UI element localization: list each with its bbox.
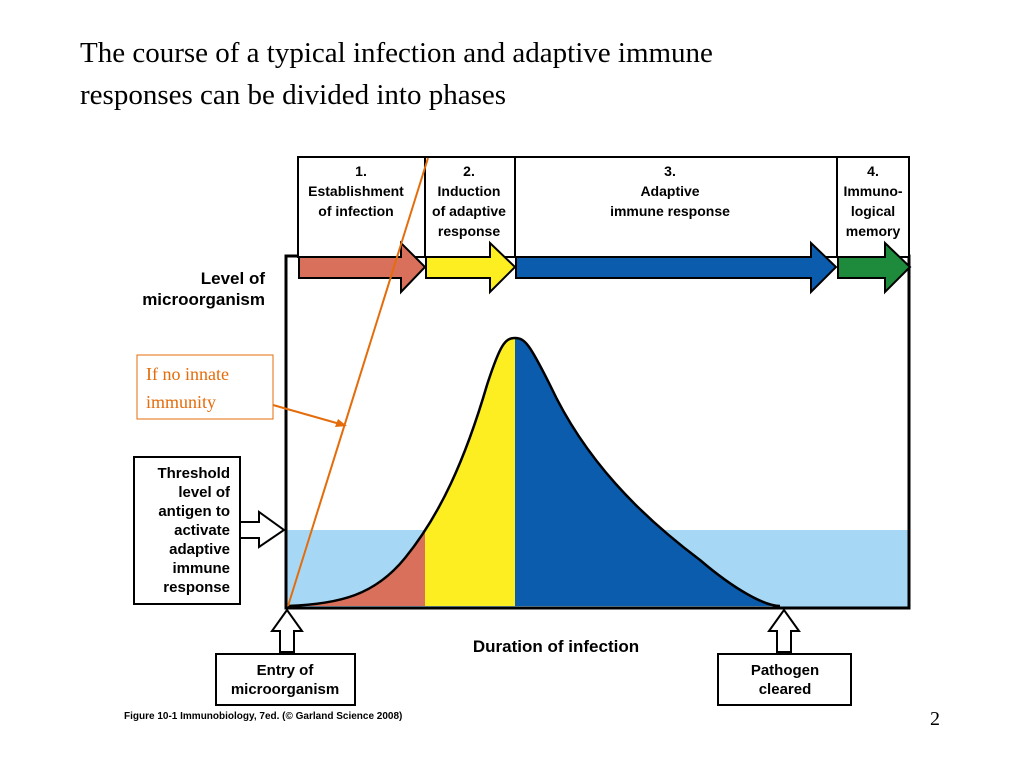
- phase-arrows: [298, 240, 912, 295]
- entry-line2: microorganism: [231, 681, 339, 698]
- figure-caption: Figure 10-1 Immunobiology, 7ed. (© Garla…: [124, 711, 403, 722]
- phase1-label-line2: of infection: [318, 203, 393, 219]
- threshold-arrow: [239, 510, 286, 549]
- phase4-number: 4.: [867, 163, 879, 179]
- no-innate-immunity-line: [287, 157, 429, 607]
- infection-curve: [287, 336, 781, 608]
- threshold-line6: immune: [172, 560, 230, 577]
- annotation-line1: If no innate: [146, 364, 229, 384]
- phase2-arrow: [425, 240, 517, 295]
- slide-number: 2: [930, 708, 940, 730]
- phase4-arrow: [837, 240, 912, 295]
- annotation-arrowhead: [335, 419, 347, 427]
- phase4-box: [836, 156, 910, 258]
- annotation-line2: immunity: [146, 392, 216, 412]
- phase4-label-line2: logical: [851, 203, 895, 219]
- entry-line1: Entry of: [257, 662, 315, 679]
- phase1-arrow: [298, 240, 427, 295]
- threshold-line5: adaptive: [169, 541, 230, 558]
- phase3-label-line2: immune response: [610, 203, 730, 219]
- phase2-number: 2.: [463, 163, 475, 179]
- phase2-label-line3: response: [438, 223, 500, 239]
- title-line-2: responses can be divided into phases: [80, 79, 507, 111]
- phase2-label-line1: Induction: [438, 183, 501, 199]
- phase4-label-line1: Immuno-: [843, 183, 902, 199]
- y-axis-label-line2: microorganism: [142, 290, 265, 309]
- threshold-line2: level of: [178, 484, 231, 501]
- threshold-line1: Threshold: [157, 465, 230, 482]
- annotation-pointer-line: [272, 404, 341, 425]
- phase3-box: [514, 156, 838, 258]
- cleared-box: [717, 653, 852, 706]
- threshold-box: [133, 456, 241, 605]
- phase1-number: 1.: [355, 163, 367, 179]
- threshold-line4: activate: [174, 522, 230, 539]
- phase1-label-line1: Establishment: [308, 183, 404, 199]
- slide-title: The course of a typical infection and ad…: [80, 32, 980, 116]
- annotation-box: [136, 354, 274, 420]
- threshold-line7: response: [163, 579, 230, 596]
- phase3-label-line1: Adaptive: [640, 183, 699, 199]
- cleared-line1: Pathogen: [751, 662, 819, 679]
- cleared-arrow: [767, 608, 801, 653]
- x-axis-label: Duration of infection: [473, 637, 639, 656]
- phase3-number: 3.: [664, 163, 676, 179]
- cleared-line2: cleared: [759, 681, 812, 698]
- phase3-arrow: [515, 240, 838, 295]
- threshold-line3: antigen to: [158, 503, 230, 520]
- entry-box: [215, 653, 356, 706]
- entry-arrow: [270, 608, 304, 653]
- title-line-1: The course of a typical infection and ad…: [80, 37, 713, 69]
- phase2-label-line2: of adaptive: [432, 203, 506, 219]
- phase4-label-line3: memory: [846, 223, 901, 239]
- phase-header: 1. Establishment of infection 2. Inducti…: [297, 156, 910, 258]
- y-axis-label-line1: Level of: [201, 269, 266, 288]
